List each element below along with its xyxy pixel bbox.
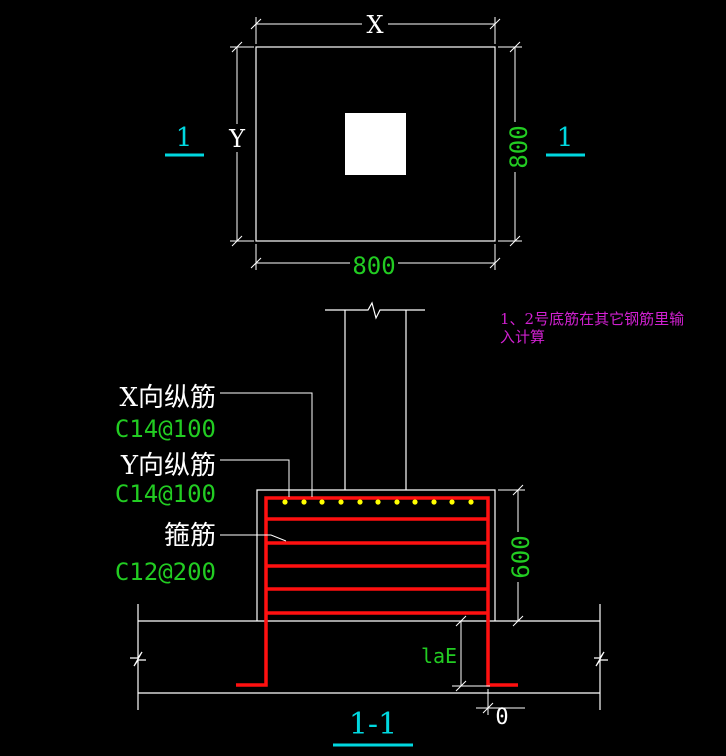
leader-lines (220, 392, 313, 542)
note-line-1: 1、2号底筋在其它钢筋里输 (500, 310, 684, 328)
stirrup-spec: C12@200 (115, 558, 216, 586)
rebar-dot (431, 499, 437, 505)
plan-y-label: Y (228, 125, 246, 153)
zero-label: 0 (495, 705, 508, 730)
stirrup-label: 箍筋 (164, 521, 216, 551)
section-height-value: 600 (507, 535, 535, 578)
section-view: X向纵筋 C14@100 Y向纵筋 C14@100 箍筋 C12@200 600… (115, 301, 608, 747)
rebar-dot (357, 499, 363, 505)
plan-view: X Y 800 800 (165, 11, 585, 280)
section-rebars (236, 496, 518, 687)
section-footing-outline (256, 489, 496, 621)
rebar-dot (375, 499, 381, 505)
section-mark-left-label: 1 (176, 123, 193, 153)
rebar-dot (468, 499, 474, 505)
rebar-dot (338, 499, 344, 505)
section-title: 1-1 (349, 707, 397, 742)
y-rebar-spec: C14@100 (115, 480, 216, 508)
plan-right-dim-value: 800 (505, 125, 533, 168)
plan-bottom-dim-value: 800 (352, 252, 395, 280)
rebar-dot (412, 499, 418, 505)
plan-column (345, 113, 406, 175)
section-mark-left: 1 (165, 123, 204, 157)
lae-dimension (452, 615, 490, 692)
rebar-outer-hoop (236, 496, 518, 687)
section-ground-lines (130, 604, 608, 710)
plan-footing-outline (255, 46, 496, 242)
x-rebar-label: X向纵筋 (119, 383, 216, 413)
rebar-dot (319, 499, 325, 505)
section-column (325, 301, 425, 490)
rebar-dot (394, 499, 400, 505)
longitudinal-bar-dots (282, 499, 474, 505)
plan-x-label: X (366, 11, 383, 39)
x-rebar-spec: C14@100 (115, 415, 216, 443)
y-rebar-label: Y向纵筋 (120, 451, 216, 481)
rebar-dot (449, 499, 455, 505)
rebar-dot (301, 499, 307, 505)
section-mark-right: 1 (546, 123, 585, 157)
section-mark-right-label: 1 (557, 123, 574, 153)
note-line-2: 入计算 (500, 328, 545, 346)
lae-label: laE (421, 644, 457, 668)
rebar-dot (282, 499, 288, 505)
note: 1、2号底筋在其它钢筋里输 入计算 (500, 310, 684, 346)
zero-dimension (476, 689, 525, 715)
